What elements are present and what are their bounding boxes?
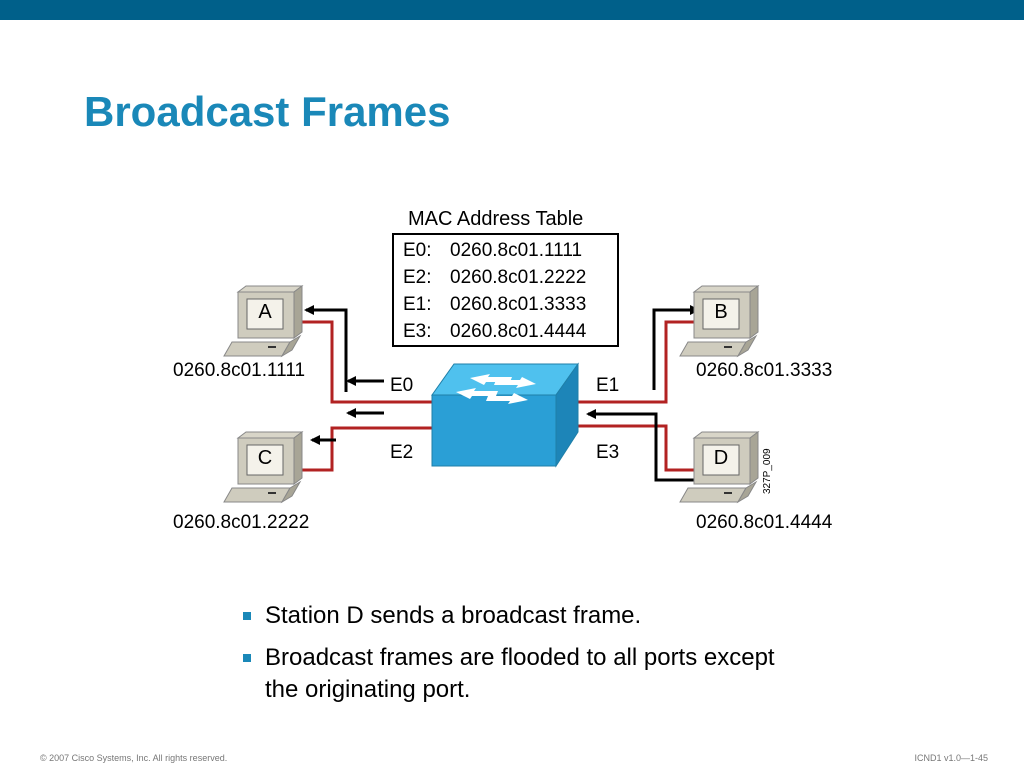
bullet-item: Station D sends a broadcast frame.	[240, 600, 840, 632]
mac-table-port: E3:	[403, 321, 432, 342]
arrow-to-b	[652, 305, 700, 390]
arrow-to-a	[304, 305, 348, 392]
copyright-footer: © 2007 Cisco Systems, Inc. All rights re…	[40, 753, 228, 763]
station-b-mac: 0260.8c01.3333	[696, 360, 832, 381]
slide-title: Broadcast Frames	[84, 88, 451, 135]
mac-table-mac: 0260.8c01.4444	[450, 321, 587, 342]
bullet-text: Station D sends a broadcast frame.	[265, 602, 642, 629]
port-e2-label: E2	[390, 442, 413, 463]
mac-table-port: E0:	[403, 240, 432, 261]
bullet-square-icon	[243, 654, 251, 662]
station-d-mac: 0260.8c01.4444	[696, 512, 833, 533]
mac-table-title: MAC Address Table	[408, 208, 583, 230]
mac-table-mac: 0260.8c01.2222	[450, 267, 586, 288]
top-bar	[0, 0, 1024, 20]
station-a-letter: A	[258, 301, 272, 323]
arrow-from-d	[586, 409, 696, 482]
slide-number-footer: ICND1 v1.0—1-45	[914, 753, 988, 763]
port-e1-label: E1	[596, 375, 619, 396]
station-b-letter: B	[714, 301, 727, 323]
station-a-mac: 0260.8c01.1111	[173, 360, 305, 381]
bullet-square-icon	[243, 612, 251, 620]
mac-table-mac: 0260.8c01.3333	[450, 294, 586, 315]
figure-id: 327P_009	[762, 448, 773, 494]
bullet-item: Broadcast frames are flooded to all port…	[240, 642, 785, 706]
station-d-letter: D	[714, 447, 728, 469]
port-e0-label: E0	[390, 375, 413, 396]
mac-table-port: E2:	[403, 267, 432, 288]
station-c-letter: C	[258, 447, 272, 469]
bullet-text: Broadcast frames are flooded to all port…	[265, 644, 775, 703]
bullet-list: Station D sends a broadcast frame. Broad…	[240, 600, 840, 716]
mac-table-box	[392, 233, 619, 347]
mac-table-mac: 0260.8c01.1111	[450, 240, 582, 261]
port-e3-label: E3	[596, 442, 619, 463]
link-lines	[300, 320, 700, 472]
mac-table-port: E1:	[403, 294, 432, 315]
switch-icon	[431, 362, 579, 468]
flood-arrows	[304, 305, 700, 482]
station-c-mac: 0260.8c01.2222	[173, 512, 309, 533]
